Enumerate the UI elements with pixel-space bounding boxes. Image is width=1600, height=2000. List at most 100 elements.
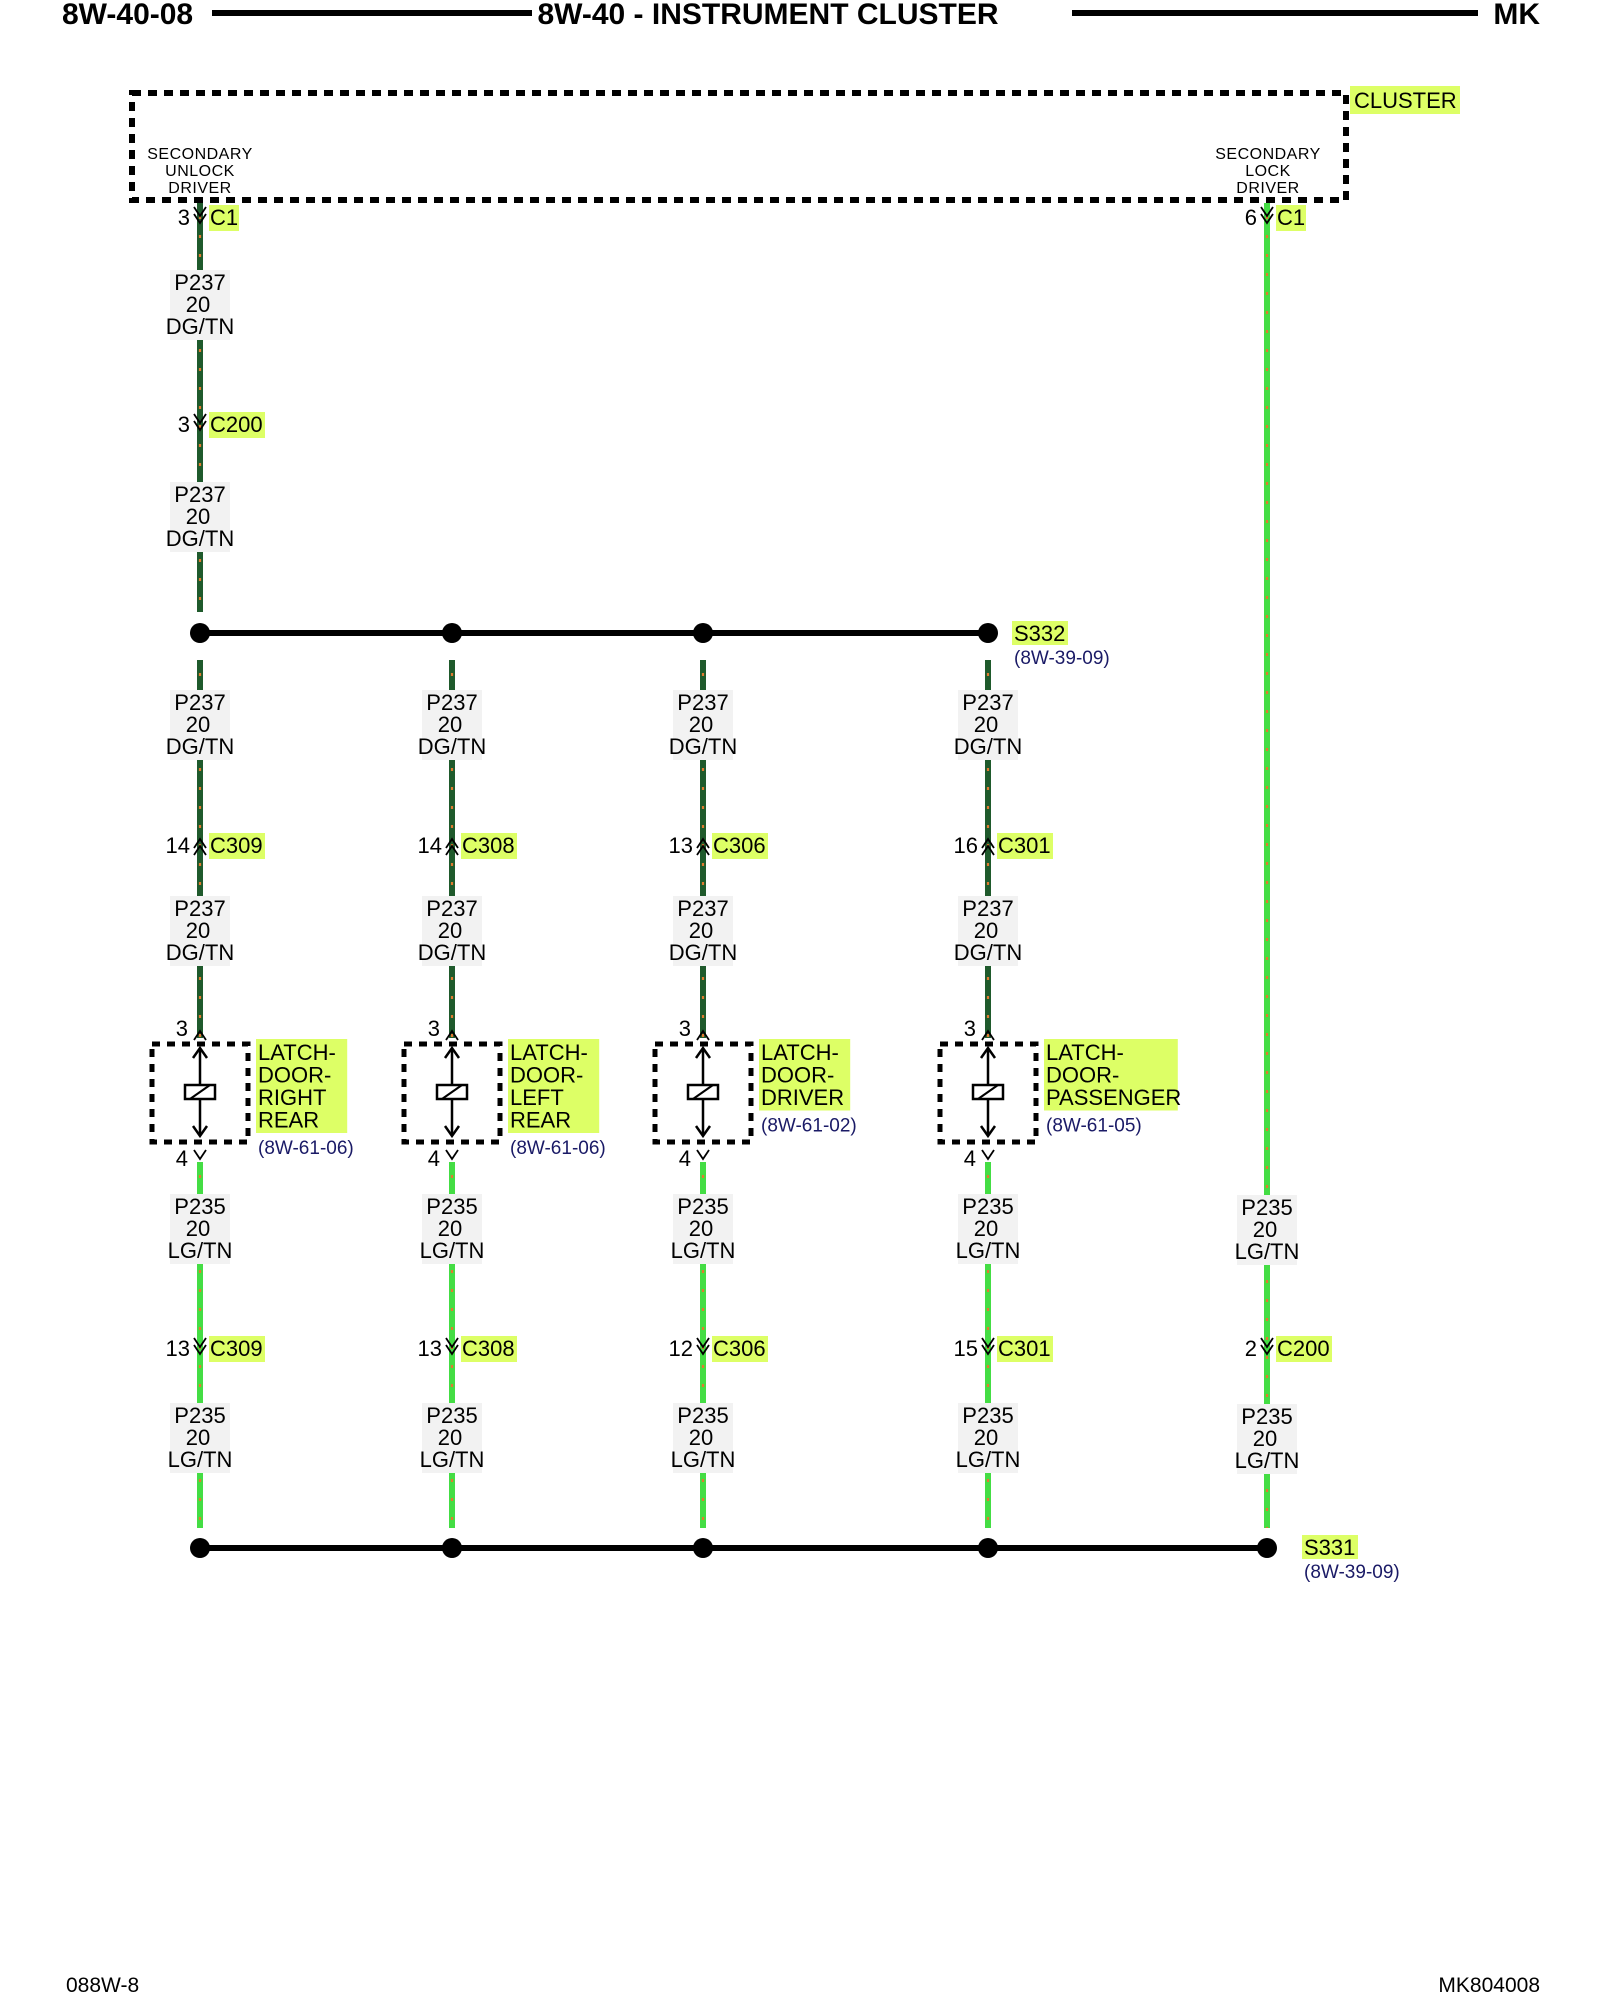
- branch-4-label-b-color: DG/TN: [954, 940, 1022, 965]
- branch-3-latch-label-line-2: DOOR-: [761, 1063, 834, 1088]
- branch-3-label-d-color: LG/TN: [671, 1447, 736, 1472]
- branch-1-label-c-circuit: P235: [174, 1194, 225, 1219]
- branch-3-upper-conn-chevron-icon: [696, 837, 710, 849]
- cluster-label: CLUSTER: [1354, 88, 1457, 113]
- branch-1-pin-bottom-chevron-icon: [193, 1149, 207, 1161]
- branch-1-label-d-bg: [170, 1403, 230, 1473]
- branch-1-upper-conn-pin: 14: [166, 833, 190, 858]
- branch-1-upper-conn-chevron-icon: [193, 837, 207, 849]
- branch-3-label-a-bg: [673, 690, 733, 760]
- branch-3-latch-ref: (8W-61-02): [761, 1116, 857, 1137]
- branch-1-upper-conn-conn: C309: [210, 833, 263, 858]
- branch-3-latch-pin-bottom: 4: [679, 1146, 691, 1171]
- unlock-driver-line3: DRIVER: [168, 180, 231, 197]
- header-model: MK: [1493, 0, 1540, 31]
- branch-4-solenoid-slash: [977, 1084, 999, 1100]
- lock-wire-label-2-color: LG/TN: [1235, 1448, 1300, 1473]
- branch-2-label-a-circuit: P237: [426, 690, 477, 715]
- branch-3-label-c-bg: [673, 1194, 733, 1264]
- unlock-c200: 3 C200: [178, 412, 265, 438]
- lock-c200-conn: C200: [1277, 1336, 1330, 1361]
- s332-label: S332: [1014, 621, 1065, 646]
- s331-node-5: [1257, 1538, 1277, 1558]
- branch-4-lower-conn-conn: C301: [998, 1336, 1051, 1361]
- branch-1-label-b-circuit: P237: [174, 896, 225, 921]
- lock-wire-label-1-bg: [1237, 1195, 1297, 1265]
- branch-1-latch-label-line-2: DOOR-: [258, 1063, 331, 1088]
- branch-2-label-c-color: LG/TN: [420, 1238, 485, 1263]
- unlock-c200-conn: C200: [210, 412, 263, 437]
- cluster-outline: [129, 90, 1349, 203]
- s332-node-1: [190, 623, 210, 643]
- branch-2-actuator-arrow-up-icon: [443, 1045, 461, 1059]
- branch-4-label-b-bg: [958, 896, 1018, 966]
- branch-4-lower-conn-chevron2-icon: [981, 1344, 995, 1356]
- cluster-lock-pin-conn-bg: [1276, 205, 1306, 231]
- branch-1-pin-top-chevron-icon: [193, 1029, 207, 1041]
- branch-4-label-c-gauge: 20: [974, 1216, 998, 1241]
- branch-1-actuator-arrow-up-icon: [191, 1045, 209, 1059]
- branch-2-label-b-color: DG/TN: [418, 940, 486, 965]
- branch-2-label-d-bg: [422, 1403, 482, 1473]
- branch-2-label-a-color: DG/TN: [418, 734, 486, 759]
- s331-node-2: [442, 1538, 462, 1558]
- branch-3-label-c-circuit: P235: [677, 1194, 728, 1219]
- branch-2-latch-ref: (8W-61-06): [510, 1138, 606, 1159]
- branch-2-upper-conn-conn: C308: [462, 833, 515, 858]
- cluster-unlock-pin-conn: C1: [210, 205, 238, 230]
- branch-3-label-d-circuit: P235: [677, 1403, 728, 1428]
- branch-2-latch-label-line-4: REAR: [510, 1108, 571, 1133]
- branch-3-lower-conn-conn-bg: [712, 1336, 768, 1362]
- branch-2-label-b-circuit: P237: [426, 896, 477, 921]
- branch-1-latch-label-line-4: REAR: [258, 1108, 319, 1133]
- unlock-wire-label-1-gauge: 20: [186, 292, 210, 317]
- unlock-wire-label-1-bg: [170, 270, 230, 340]
- lock-wire-label-2-gauge: 20: [1253, 1426, 1277, 1451]
- branch-2-label-c-gauge: 20: [438, 1216, 462, 1241]
- branch-4-latch-label-line-2: DOOR-: [1046, 1063, 1119, 1088]
- branch-2-upper-conn-chevron-icon: [445, 837, 459, 849]
- branch-4-label-d-color: LG/TN: [956, 1447, 1021, 1472]
- s331-node-3: [693, 1538, 713, 1558]
- branch-1-label-b-color: DG/TN: [166, 940, 234, 965]
- branch-4-pin-bottom-chevron-icon: [981, 1149, 995, 1161]
- branch-3-latch-label-bg: [759, 1039, 851, 1111]
- branch-2-label-d-circuit: P235: [426, 1403, 477, 1428]
- lock-c200-chevron2-icon: [1260, 1344, 1274, 1356]
- branch-2-upper-conn: 14 C308: [418, 833, 517, 859]
- branch-1-label-a-gauge: 20: [186, 712, 210, 737]
- branch-4-upper-conn-conn: C301: [998, 833, 1051, 858]
- s331-node-4: [978, 1538, 998, 1558]
- branch-4-label-c-bg: [958, 1194, 1018, 1264]
- branch-1-upper-conn-conn-bg: [209, 833, 265, 859]
- branch-2-lower-conn-conn: C308: [462, 1336, 515, 1361]
- branch-2-label-d-gauge: 20: [438, 1425, 462, 1450]
- unlock-wire-label-2-gauge: 20: [186, 504, 210, 529]
- branch-1-latch-pin-top: 3: [176, 1016, 188, 1041]
- branch-3-upper-conn-pin: 13: [669, 833, 693, 858]
- branch-4-label-a-color: DG/TN: [954, 734, 1022, 759]
- cluster-unlock-pin-chevron2-icon: [193, 213, 207, 225]
- cluster-lock-pin-chevron2-icon: [1260, 213, 1274, 225]
- branch-2-label-d-color: LG/TN: [420, 1447, 485, 1472]
- s332-node-2: [442, 623, 462, 643]
- branch-4-upper-conn-chevron-icon: [981, 837, 995, 849]
- unlock-c200-pin: 3: [178, 412, 190, 437]
- branch-4-upper-conn-conn-bg: [997, 833, 1053, 859]
- s331-ref: (8W-39-09): [1304, 1562, 1400, 1583]
- branch-3-solenoid-slash: [692, 1084, 714, 1100]
- branch-2-upper-conn-pin: 14: [418, 833, 442, 858]
- unlock-wire-label-2-color: DG/TN: [166, 526, 234, 551]
- lock-wire-label-1-gauge: 20: [1253, 1217, 1277, 1242]
- s332-ref: (8W-39-09): [1014, 648, 1110, 669]
- branch-3-latch-pin-top: 3: [679, 1016, 691, 1041]
- unlock-wire-label-1-circuit: P237: [174, 270, 225, 295]
- branch-2-label-a-bg: [422, 690, 482, 760]
